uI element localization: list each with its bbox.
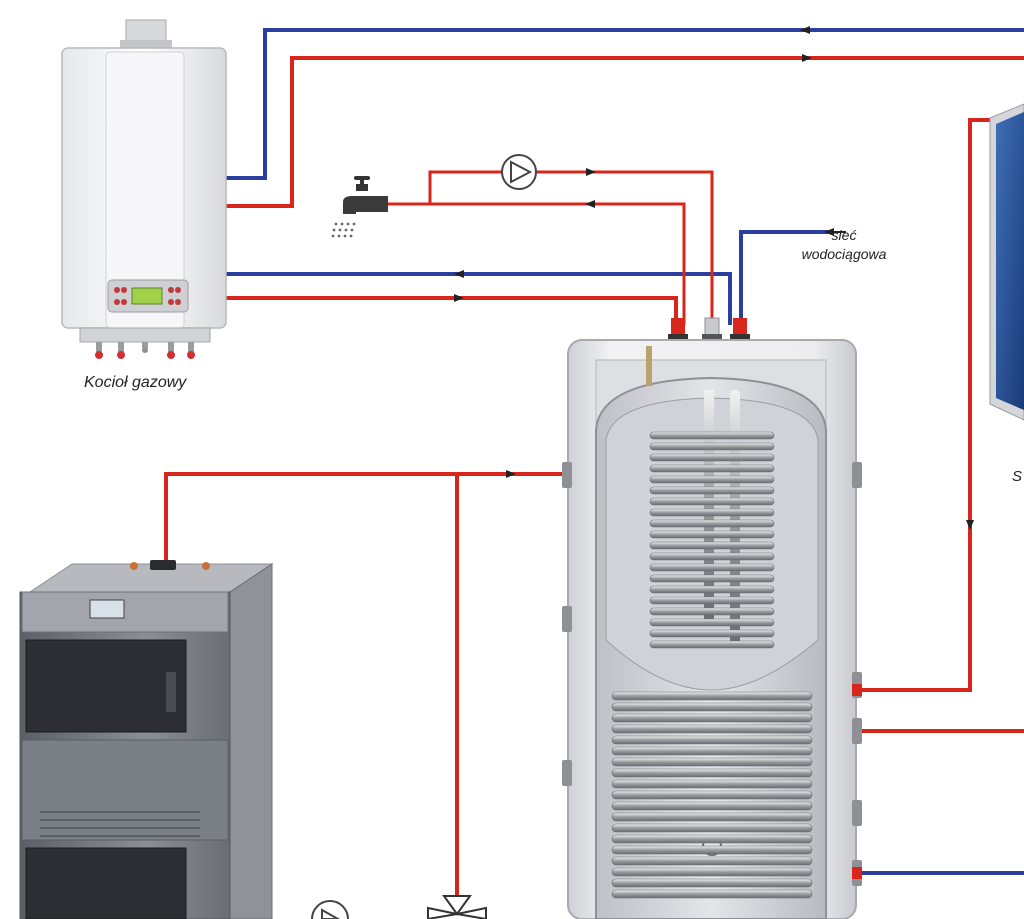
- coil-turn: [611, 779, 813, 789]
- coil-turn: [611, 691, 813, 701]
- solid-boiler-display: [89, 599, 125, 619]
- coil-turn: [611, 845, 813, 855]
- tank-upper-coil: [649, 431, 775, 649]
- flow-arrow-icon: [454, 270, 464, 278]
- solid-boiler-flue-port: [150, 560, 176, 570]
- coil-turn: [611, 790, 813, 800]
- gas-boiler-label: Kocioł gazowy: [84, 374, 187, 391]
- solid-boiler-supply-pipe: [164, 472, 570, 560]
- tank-coil-outlet-red: [852, 867, 862, 879]
- pump-icon: [501, 154, 537, 190]
- solar-collector: [989, 103, 1024, 421]
- coil-turn: [611, 867, 813, 877]
- flow-arrows: [454, 26, 974, 530]
- coil-turn: [649, 519, 775, 528]
- solid-boiler-upper-door: [25, 639, 187, 733]
- coil-turn: [649, 486, 775, 495]
- tank-top-connectors: [668, 317, 750, 340]
- solid-boiler-upper-handle: [166, 672, 176, 712]
- hot-water-pipe-tap: [388, 202, 686, 325]
- coil-turn: [649, 497, 775, 506]
- flow-arrow-icon: [506, 470, 516, 478]
- coil-turn: [649, 552, 775, 561]
- flow-arrow-icon: [800, 26, 810, 34]
- water-network-pipe: [739, 230, 830, 325]
- coil-turn: [611, 746, 813, 756]
- solid-boiler-connector: [202, 562, 210, 570]
- coil-turn: [649, 431, 775, 440]
- coil-turn: [611, 735, 813, 745]
- coil-turn: [611, 823, 813, 833]
- hot-supply-pipe-tank: [226, 296, 678, 325]
- coil-turn: [611, 713, 813, 723]
- boiler-bottom: [79, 327, 211, 343]
- tank-coil-inlet-red: [852, 684, 862, 696]
- solid-boiler-control-panel: [21, 591, 229, 633]
- coil-turn: [649, 596, 775, 605]
- coil-turn: [649, 508, 775, 517]
- solid-boiler-connector: [130, 562, 138, 570]
- coil-turn: [611, 812, 813, 822]
- coil-turn: [611, 889, 813, 899]
- water-network-label: sieć wodociągowa: [792, 226, 896, 264]
- circulation-pipe: [428, 170, 714, 325]
- solid-boiler-vents: [40, 811, 200, 837]
- boiler-flue-collar: [120, 40, 172, 48]
- coil-turn: [611, 724, 813, 734]
- coil-turn: [649, 453, 775, 462]
- coil-turn: [649, 618, 775, 627]
- coil-turn: [649, 607, 775, 616]
- water-network-label-line2: wodociągowa: [801, 246, 887, 262]
- flow-arrow-icon: [585, 200, 595, 208]
- flow-arrow-icon: [586, 168, 596, 176]
- tank-lower-coil: [611, 691, 813, 899]
- solid-boiler-side: [229, 563, 273, 919]
- coil-turn: [611, 834, 813, 844]
- cold-return-pipe-tank: [226, 272, 732, 325]
- coil-turn: [649, 530, 775, 539]
- tank-anode: [646, 346, 652, 386]
- solid-boiler-lower-door: [25, 847, 187, 919]
- solid-boiler-middle-panel: [21, 739, 229, 841]
- coil-turn: [611, 856, 813, 866]
- tank-side-connectors-left: [562, 462, 572, 786]
- tank-side-connectors-right: [852, 462, 862, 886]
- solid-fuel-boiler: [19, 560, 274, 919]
- coil-turn: [611, 768, 813, 778]
- coil-turn: [649, 475, 775, 484]
- pipe-network: [164, 28, 1024, 900]
- boiler-connectors: [95, 342, 195, 359]
- coil-turn: [649, 574, 775, 583]
- coil-turn: [649, 629, 775, 638]
- flow-arrow-icon: [802, 54, 812, 62]
- three-way-valve-icon: [427, 895, 487, 919]
- coil-turn: [649, 442, 775, 451]
- coil-turn: [611, 702, 813, 712]
- coil-turn: [649, 464, 775, 473]
- flow-arrow-icon: [966, 520, 974, 530]
- tap-icon: [331, 176, 388, 238]
- cold-return-pipe-top: [226, 28, 1024, 180]
- flow-arrow-icon: [824, 228, 834, 236]
- coil-turn: [649, 541, 775, 550]
- coil-turn: [611, 878, 813, 888]
- hot-water-tank: [562, 317, 862, 919]
- coil-turn: [649, 640, 775, 649]
- solar-collector-label: S: [1012, 468, 1023, 485]
- gas-boiler: [61, 19, 227, 359]
- boiler-display: [131, 287, 163, 305]
- flow-arrow-icon: [454, 294, 464, 302]
- hot-supply-pipe-top: [226, 56, 1024, 208]
- water-network-label-line1: sieć: [831, 227, 857, 243]
- coil-turn: [611, 757, 813, 767]
- coil-turn: [649, 563, 775, 572]
- boiler-knobs: [114, 287, 181, 305]
- pump-icon: [311, 900, 349, 919]
- coil-turn: [611, 801, 813, 811]
- coil-turn: [649, 585, 775, 594]
